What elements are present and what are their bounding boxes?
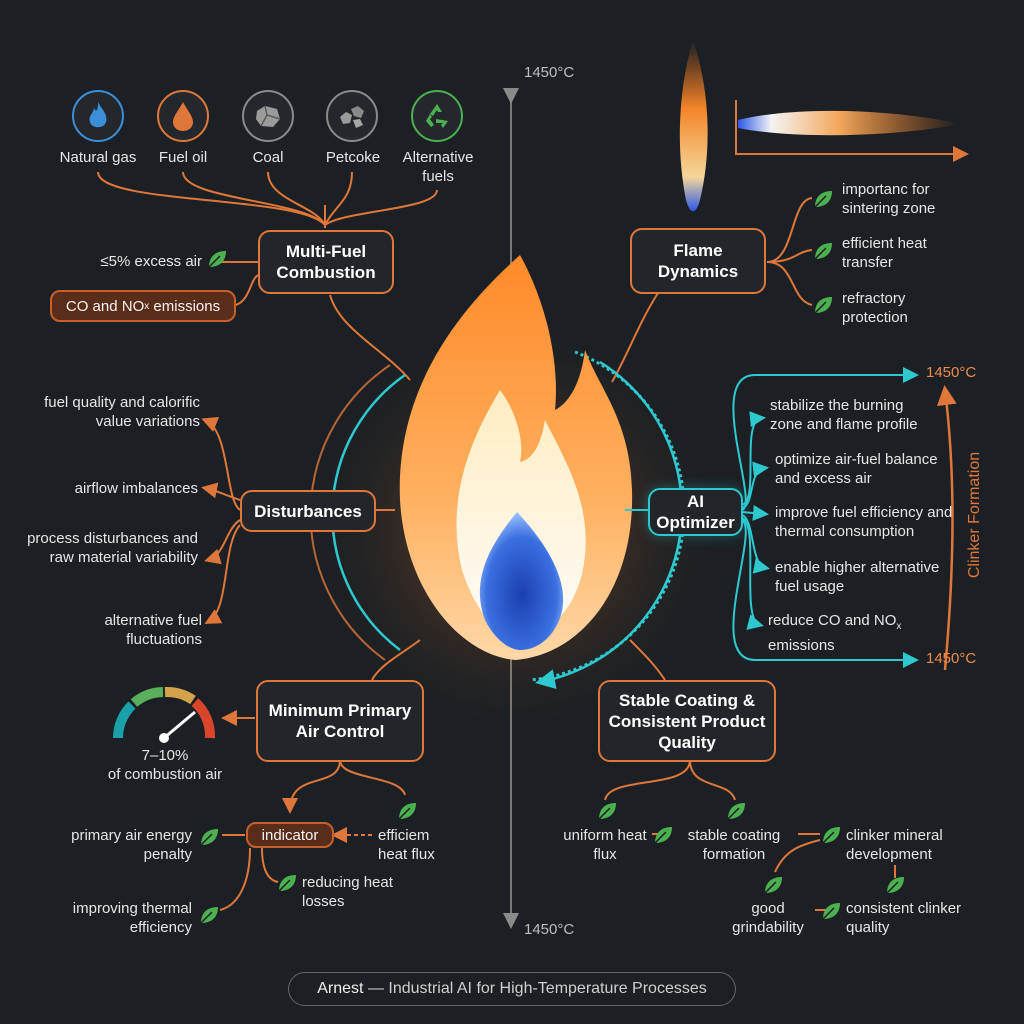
ai-item-reduce-prefix: reduce CO and NO [768,612,897,629]
stable-coating-node: Stable Coating & Consistent Product Qual… [598,680,776,762]
recycle-icon [426,104,448,128]
emissions-sub: x [144,300,150,312]
ai-item-alt-fuel: enable higher alternative fuel usage [775,559,940,595]
uniform-heat-flux: uniform heat flux [563,827,647,863]
fuel-oil-icon-circle [157,90,209,142]
good-grindability: good grindability [732,900,804,936]
axis-top-temp: 1450°C [524,64,575,81]
flame-item-heat-transfer: efficient heat transfer [842,235,927,271]
disturbances-node: Disturbances [240,490,376,532]
reducing-heat-losses: reducing heat losses [302,874,393,910]
ai-item-efficiency: improve fuel efficiency and thermal cons… [775,504,953,540]
leaf-icon [822,903,840,920]
flame-item-refractory: refractory protection [842,290,908,326]
axis-bottom-temp: 1450°C [524,921,575,938]
disturbance-airflow: airflow imbalances [74,480,198,497]
fuel-label-alternative-fuels: Alternative fuels [402,149,474,185]
flame-icon [89,102,107,128]
coal-icon [256,105,281,127]
clinker-formation-label: Clinker Formation [966,451,983,579]
fuel-label-fuel-oil: Fuel oil [158,149,208,166]
emissions-suffix: emissions [149,297,221,315]
leaf-icon [208,251,226,268]
footer-tagline: — Industrial AI for High-Temperature Pro… [363,980,707,997]
disturbance-process: process disturbances and raw material va… [27,530,198,566]
primary-air-penalty: primary air energy penalty [71,827,192,863]
ai-item-reduce-suffix: emissions [768,637,835,654]
efficient-heat-flux: efficiem heat flux [378,827,435,863]
flame-item-sintering: importanc for sintering zone [842,181,936,217]
leaf-icon [598,803,616,820]
oil-drop-icon [173,102,193,131]
leaf-icon [814,243,832,260]
disturbance-alt-fuel: alternative fuel fluctuations [104,612,202,648]
leaf-icon [822,827,840,844]
excess-air-label: ≤5% excess air [100,253,202,270]
gauge-value: 7–10% [141,747,189,764]
ai-item-optimize: optimize air-fuel balance and excess air [775,451,938,487]
leaf-icon [764,877,782,894]
clinker-mineral-development: clinker mineral development [846,827,943,863]
disturbance-fuel-quality: fuel quality and calorific value variati… [44,394,200,430]
leaf-icon [814,191,832,208]
consistent-clinker-quality: consistent clinker quality [846,900,962,936]
footer-banner: Arnest — Industrial AI for High-Temperat… [288,972,736,1006]
ai-top-temp: 1450°C [926,364,977,381]
improving-thermal-efficiency: improving thermal efficiency [72,900,192,936]
ai-bottom-temp: 1450°C [926,650,977,667]
fuel-label-natural-gas: Natural gas [59,149,137,166]
leaf-icon [814,297,832,314]
leaf-icon [200,829,218,846]
multi-fuel-combustion-node: Multi-Fuel Combustion [258,230,394,294]
leaf-icon [398,803,416,820]
leaf-icon [727,803,745,820]
fuel-label-petcoke: Petcoke [325,149,381,166]
leaf-icon [654,827,672,844]
footer-brand: Arnest [317,980,364,997]
ai-optimizer-node: AI Optimizer [648,488,743,536]
fuel-label-coal: Coal [252,149,284,166]
coal-icon-circle [242,90,294,142]
leaf-icon [278,875,296,892]
indicator-pill: indicator [246,822,334,848]
ai-item-stabilize: stabilize the burning zone and flame pro… [770,397,918,433]
gauge-caption: of combustion air [107,766,223,783]
leaf-icon [886,877,904,894]
primary-air-node: Minimum Primary Air Control [256,680,424,762]
ai-item-reduce-sub: x [896,621,902,632]
flame-dynamics-node: Flame Dynamics [630,228,766,294]
alternative-fuels-icon-circle [411,90,463,142]
petcoke-icon-circle [326,90,378,142]
natural-gas-icon-circle [72,90,124,142]
ai-item-reduce-emissions: reduce CO and NOx emissions [768,611,938,655]
petcoke-icon [340,106,364,128]
emissions-prefix: CO and NO [65,297,145,315]
leaf-icon [200,907,218,924]
stable-coating-formation: stable coating formation [687,827,781,863]
